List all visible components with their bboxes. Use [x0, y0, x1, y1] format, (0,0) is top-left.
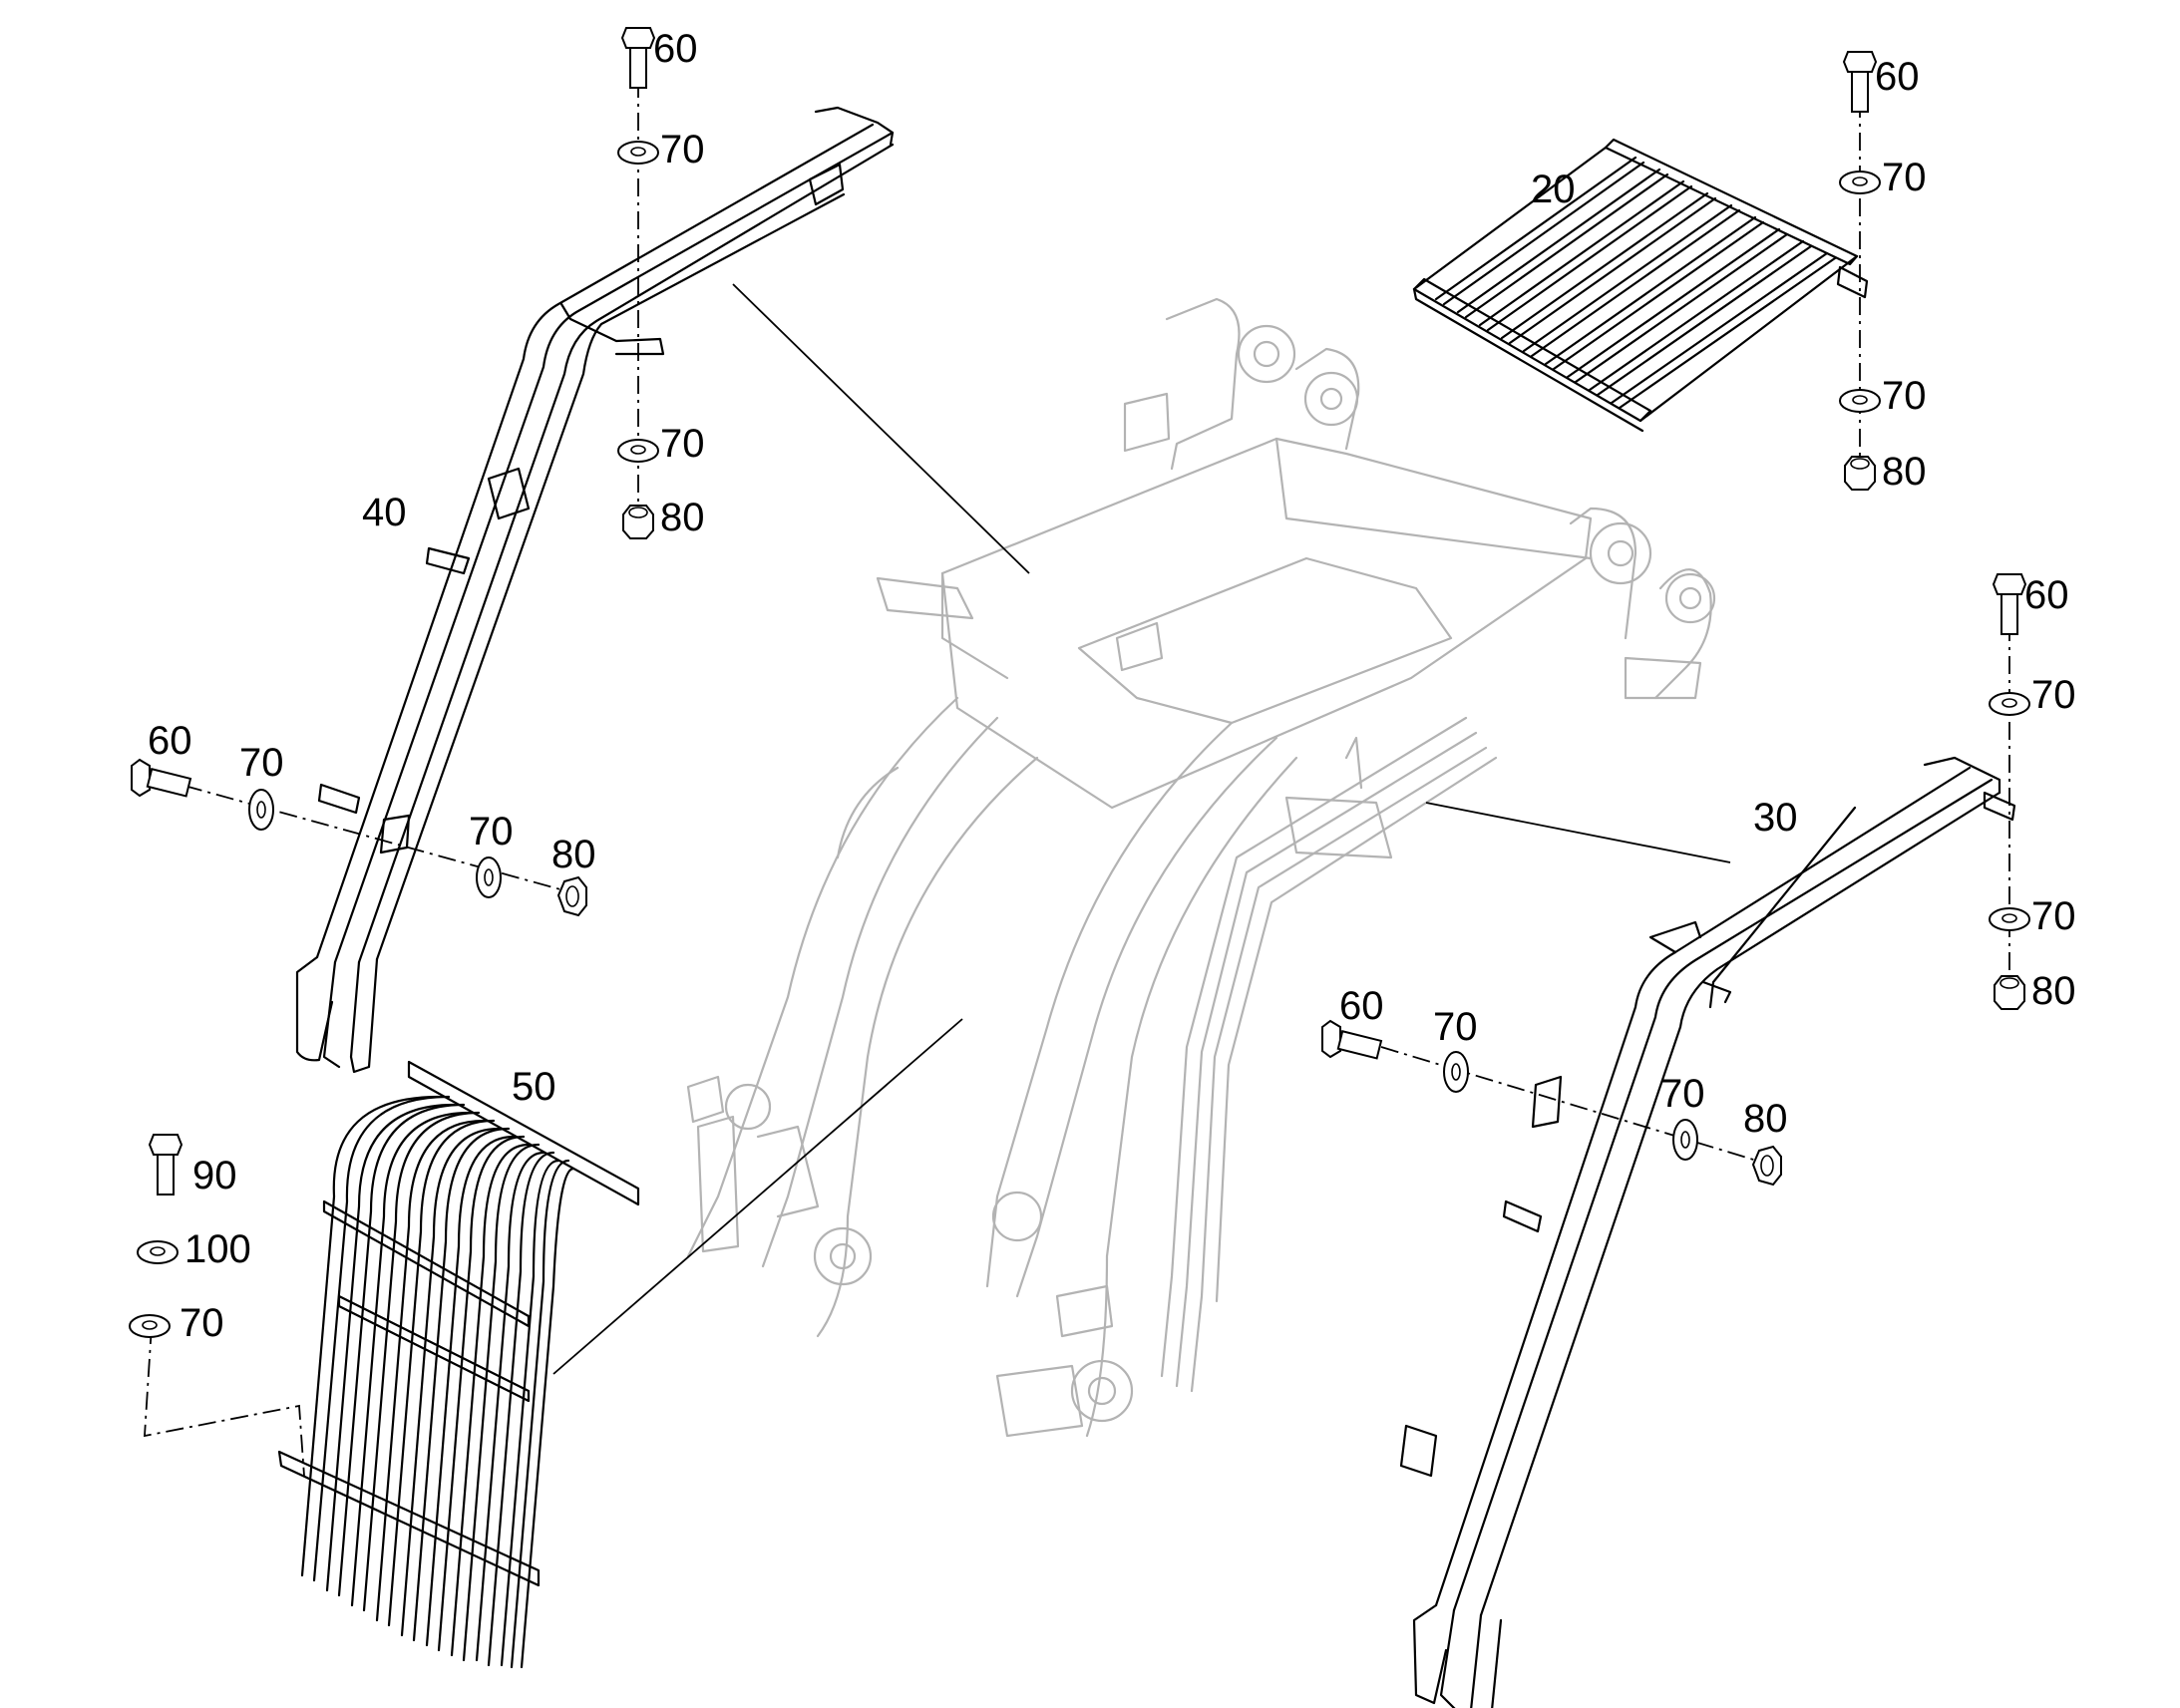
- callout-tr-80: 80: [1882, 450, 1927, 494]
- callout-br-80: 80: [1743, 1097, 1788, 1141]
- callout-40: 40: [362, 491, 407, 534]
- callout-20: 20: [1531, 168, 1576, 211]
- callout-mr-70a: 70: [2031, 673, 2076, 717]
- guard-left-arm: [295, 106, 895, 1074]
- nut-icon: [1994, 975, 2025, 1010]
- washer-icon: [1443, 1051, 1469, 1093]
- callout-br-60: 60: [1339, 984, 1384, 1028]
- bolt-icon: [1321, 1019, 1383, 1060]
- callout-50: 50: [512, 1065, 556, 1109]
- bolt-icon: [148, 1134, 183, 1196]
- washer-icon: [248, 789, 274, 831]
- hardware-bottom-right: [1321, 1019, 1782, 1187]
- nut-icon: [622, 505, 654, 539]
- callout-tl-70b: 70: [660, 422, 705, 466]
- washer-icon: [129, 1314, 171, 1338]
- washer-icon: [1839, 389, 1881, 413]
- nut-icon: [1751, 1145, 1782, 1187]
- hardware-middle-right: [1989, 573, 2030, 1010]
- callout-tl-80: 80: [660, 496, 705, 539]
- callout-mr-70b: 70: [2031, 894, 2076, 938]
- callout-30: 30: [1753, 796, 1798, 840]
- callout-tr-60: 60: [1875, 55, 1920, 99]
- callout-bl-90: 90: [192, 1154, 237, 1197]
- callout-mr-60: 60: [2024, 573, 2069, 617]
- nut-icon: [1844, 456, 1876, 491]
- guard-right-arm: [1399, 756, 2016, 1708]
- hardware-top-left: [617, 27, 659, 539]
- washer-icon: [137, 1240, 179, 1264]
- nut-icon: [556, 875, 587, 917]
- loader-frame: [686, 297, 1716, 1438]
- callout-mr-80: 80: [2031, 969, 2076, 1013]
- hardware-top-right: [1839, 51, 1881, 491]
- bolt-icon: [131, 758, 192, 798]
- washer-icon: [1672, 1119, 1698, 1161]
- washer-icon: [476, 856, 502, 898]
- bolt-icon: [620, 27, 656, 89]
- callout-bl-70: 70: [180, 1301, 224, 1345]
- washer-icon: [1839, 171, 1881, 194]
- callout-ml-60: 60: [148, 719, 192, 763]
- callout-tr-70a: 70: [1882, 156, 1927, 199]
- bolt-icon: [1842, 51, 1878, 113]
- callout-ml-80: 80: [551, 833, 596, 876]
- callouts: 20 30 40 50 60 70 70 80 60 70 70 80 60 7…: [148, 27, 2076, 1345]
- washer-icon: [1989, 907, 2030, 931]
- hardware-bottom-left: [129, 1134, 183, 1338]
- callout-br-70b: 70: [1660, 1072, 1705, 1116]
- washer-icon: [617, 439, 659, 463]
- leader-lines: [552, 283, 1731, 1375]
- callout-tr-70b: 70: [1882, 374, 1927, 418]
- washer-icon: [1989, 692, 2030, 716]
- guard-front-bars: [277, 1060, 640, 1669]
- callout-br-70a: 70: [1433, 1005, 1478, 1049]
- hardware-middle-left: [131, 758, 587, 917]
- callout-ml-70a: 70: [239, 741, 284, 785]
- callout-bl-100: 100: [184, 1227, 251, 1271]
- callout-ml-70b: 70: [469, 810, 514, 854]
- guard-top-right: [1412, 138, 1869, 433]
- bolt-icon: [1992, 573, 2027, 635]
- callout-tl-60: 60: [653, 27, 698, 71]
- callout-tl-70a: 70: [660, 128, 705, 171]
- washer-icon: [617, 141, 659, 165]
